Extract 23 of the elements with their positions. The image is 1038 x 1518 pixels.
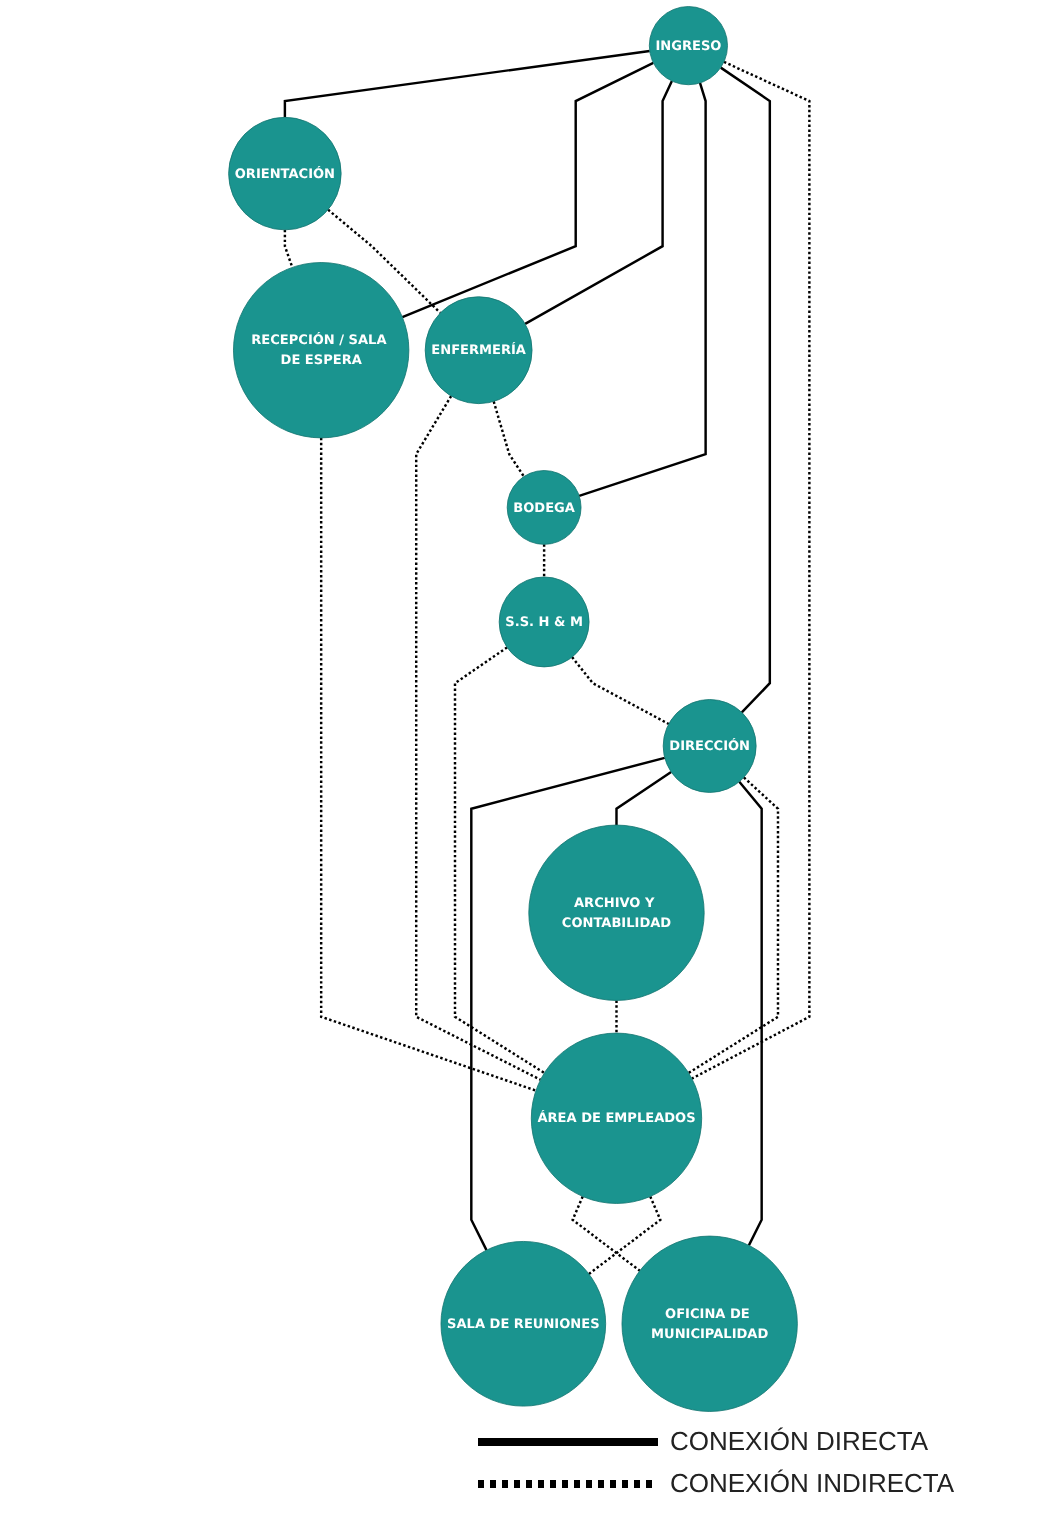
connector (738, 780, 763, 1246)
connector (578, 82, 707, 498)
connector (415, 395, 542, 1081)
connector (453, 646, 546, 1074)
connector (691, 60, 811, 1080)
connector (470, 756, 666, 1251)
legend-label: CONEXIÓN INDIRECTA (670, 1468, 955, 1498)
connector (319, 437, 537, 1092)
connector (283, 229, 294, 268)
connector (327, 208, 442, 314)
connector (687, 776, 780, 1074)
connector (615, 770, 672, 826)
connector (571, 656, 670, 726)
connector (588, 1196, 662, 1275)
connector (720, 66, 772, 714)
connector (492, 401, 525, 478)
connector (401, 61, 654, 319)
legend-label: CONEXIÓN DIRECTA (670, 1426, 929, 1456)
connector (283, 49, 650, 118)
connector (571, 1196, 641, 1272)
connector (542, 544, 546, 577)
connector (615, 1000, 618, 1034)
connector (524, 80, 673, 325)
